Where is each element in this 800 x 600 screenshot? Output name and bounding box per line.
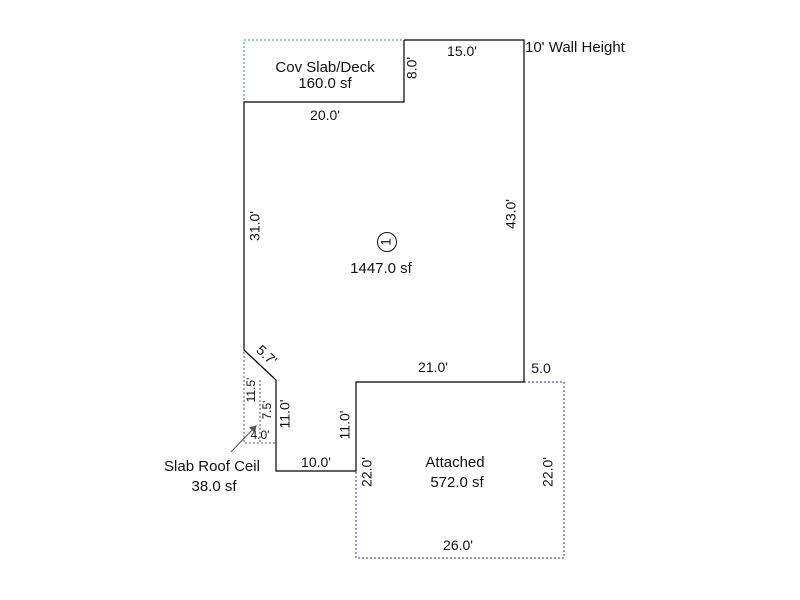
area-marker-circle bbox=[377, 232, 397, 252]
dim-top: 15.0' bbox=[447, 43, 477, 59]
main-area-size: 1447.0 sf bbox=[350, 260, 413, 277]
attached-dim-left: 22.0' bbox=[359, 457, 375, 487]
dim-diagonal: 5.7' bbox=[253, 342, 280, 369]
dim-inner-vertical: 11.0' bbox=[277, 400, 293, 429]
main-area-outline bbox=[243, 39, 525, 472]
attached-dim-right: 22.0' bbox=[540, 457, 556, 487]
slab-roof-area: 38.0 sf bbox=[191, 478, 237, 495]
slab-dim-inner: 7.5' bbox=[260, 401, 274, 420]
dim-bottom: 10.0' bbox=[301, 454, 331, 470]
slab-roof-name: Slab Roof Ceil bbox=[164, 458, 260, 475]
deck-area: 160.0 sf bbox=[298, 75, 352, 92]
wall-height-label: 10' Wall Height bbox=[525, 39, 626, 56]
dim-right: 43.0' bbox=[503, 199, 519, 229]
slab-dim-left: 11.5' bbox=[244, 378, 258, 403]
deck-name: Cov Slab/Deck bbox=[275, 59, 375, 76]
dim-mid-step: 21.0' bbox=[418, 359, 448, 375]
slab-dim-bottom: 4.0' bbox=[251, 428, 270, 442]
deck-width: 20.0' bbox=[310, 107, 340, 123]
dim-attached-left-wall: 11.0' bbox=[337, 411, 353, 440]
dim-left: 31.0' bbox=[247, 211, 263, 241]
attached-dim-bottom: 26.0' bbox=[443, 537, 473, 553]
attached-name: Attached bbox=[425, 454, 484, 471]
area-marker-label: 1 bbox=[378, 238, 394, 246]
dim-step-right: 5.0 bbox=[531, 360, 551, 376]
slab-roof-leader bbox=[230, 425, 257, 453]
attached-area: 572.0 sf bbox=[430, 474, 484, 491]
deck-height: 8.0' bbox=[404, 57, 420, 79]
